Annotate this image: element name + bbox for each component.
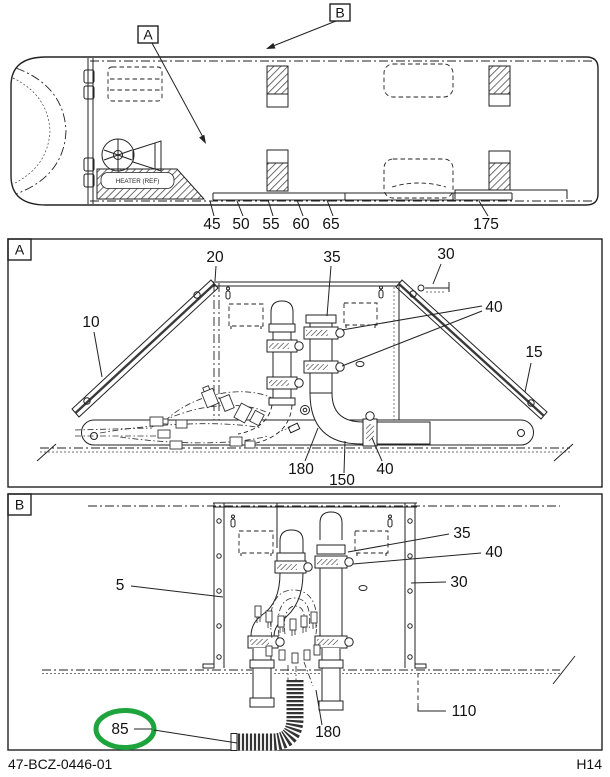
callout-110[interactable]: 110 (452, 703, 477, 720)
callout-55[interactable]: 55 (262, 216, 279, 233)
hose-clamp (274, 560, 313, 574)
hose-assembly-phantom-a (74, 385, 273, 450)
callout-35-b[interactable]: 35 (453, 525, 470, 542)
hose-clamp (266, 339, 304, 353)
mount-strap-a (417, 282, 450, 293)
floor-rail-a (81, 419, 534, 446)
frame-rail-ref-110 (417, 673, 446, 712)
detail-a-panel-label: A (15, 242, 25, 258)
drawing-number: 47-BCZ-0446-01 (8, 756, 112, 772)
callout-40-b[interactable]: 40 (485, 544, 503, 561)
rivets (216, 518, 413, 660)
callout-10[interactable]: 10 (82, 314, 100, 331)
floor-duct-run (212, 189, 568, 201)
callout-180-b[interactable]: 180 (315, 724, 341, 741)
heater-housing-a (213, 281, 400, 441)
detail-a-panel: A (7, 238, 603, 489)
callout-60[interactable]: 60 (292, 216, 310, 233)
overview-callouts: 45 50 55 60 65 175 (203, 199, 499, 233)
detail-b-ref[interactable]: B (266, 3, 351, 49)
connectors-b (254, 605, 321, 664)
hose-clamp (314, 635, 354, 649)
callout-40-upper[interactable]: 40 (485, 299, 503, 316)
callout-45[interactable]: 45 (203, 216, 220, 233)
hose-clamp (303, 326, 345, 340)
cab-bulkhead (83, 58, 95, 204)
detail-a-arrow (151, 42, 205, 140)
callout-180-a[interactable]: 180 (288, 461, 314, 478)
callout-85[interactable]: 85 (111, 721, 128, 738)
heater-label: HEATER (REF) (116, 178, 160, 185)
detail-a-ref[interactable]: A (137, 25, 206, 144)
highlight-ellipse (93, 708, 157, 750)
hose-clamp (303, 360, 345, 374)
floor-line-b (42, 655, 576, 685)
heater-box: HEATER (REF) (96, 168, 206, 200)
callout-15[interactable]: 15 (525, 344, 542, 361)
steering-wheel (101, 138, 162, 172)
callout-65[interactable]: 65 (322, 216, 339, 233)
footer: 47-BCZ-0446-01 H14 (8, 756, 602, 772)
detail-b-border (7, 493, 603, 751)
callout-5[interactable]: 5 (116, 577, 125, 594)
detail-b-panel-label: B (15, 497, 24, 513)
callout-35[interactable]: 35 (323, 249, 340, 266)
callout-20[interactable]: 20 (206, 249, 224, 266)
hose-clamp (362, 411, 378, 447)
callout-30-b[interactable]: 30 (450, 574, 468, 591)
detail-b-arrow (267, 20, 337, 49)
pipe-coupling-35 (316, 544, 346, 555)
bus-outline (10, 56, 599, 206)
callout-150[interactable]: 150 (329, 472, 355, 489)
hose-clamp (266, 376, 304, 390)
detail-a-callouts: 10 20 35 30 40 15 180 150 40 (82, 246, 542, 489)
panel-slot (230, 514, 393, 528)
wheel-wells (383, 63, 454, 199)
driver-seat (107, 66, 163, 102)
callout-175[interactable]: 175 (473, 216, 499, 233)
callout-50[interactable]: 50 (232, 216, 250, 233)
heater-hose-a (237, 300, 304, 445)
callout-40-lower[interactable]: 40 (376, 461, 394, 478)
heater-hose-b (247, 529, 313, 649)
tires (266, 65, 511, 192)
hose-fittings-a (149, 385, 265, 450)
hose-clamp (247, 635, 285, 649)
detail-b-panel: B (7, 493, 603, 751)
elbow-fittings-a (280, 405, 310, 434)
highlighted-callout-85[interactable]: 85 (93, 708, 238, 750)
detail-b-callouts: 5 35 40 30 110 180 85 (93, 525, 503, 750)
support-braces-a (71, 279, 548, 420)
detail-a-border (7, 238, 603, 488)
detail-a-ref-label[interactable]: A (143, 27, 153, 43)
detail-a-arrowhead (199, 134, 206, 144)
bus-body-phantom-lines (12, 60, 592, 202)
heater-housing-b (202, 502, 427, 669)
detail-b-arrowhead (266, 42, 276, 49)
hose-clamp (314, 555, 354, 569)
panel-slot (225, 285, 384, 300)
drain-stubs-b (249, 648, 344, 711)
steering-column (132, 140, 162, 172)
page-code: H14 (576, 756, 602, 772)
detail-b-ref-label[interactable]: B (335, 5, 344, 21)
ground-line-a (36, 443, 574, 462)
heater-pipe-elbow-a (303, 314, 431, 447)
overview-bus-top-view: HEATER (REF) A (10, 3, 599, 233)
heater-pipe-b (314, 511, 354, 649)
callout-30[interactable]: 30 (437, 246, 455, 263)
connector-cluster-phantom-b (254, 589, 321, 687)
